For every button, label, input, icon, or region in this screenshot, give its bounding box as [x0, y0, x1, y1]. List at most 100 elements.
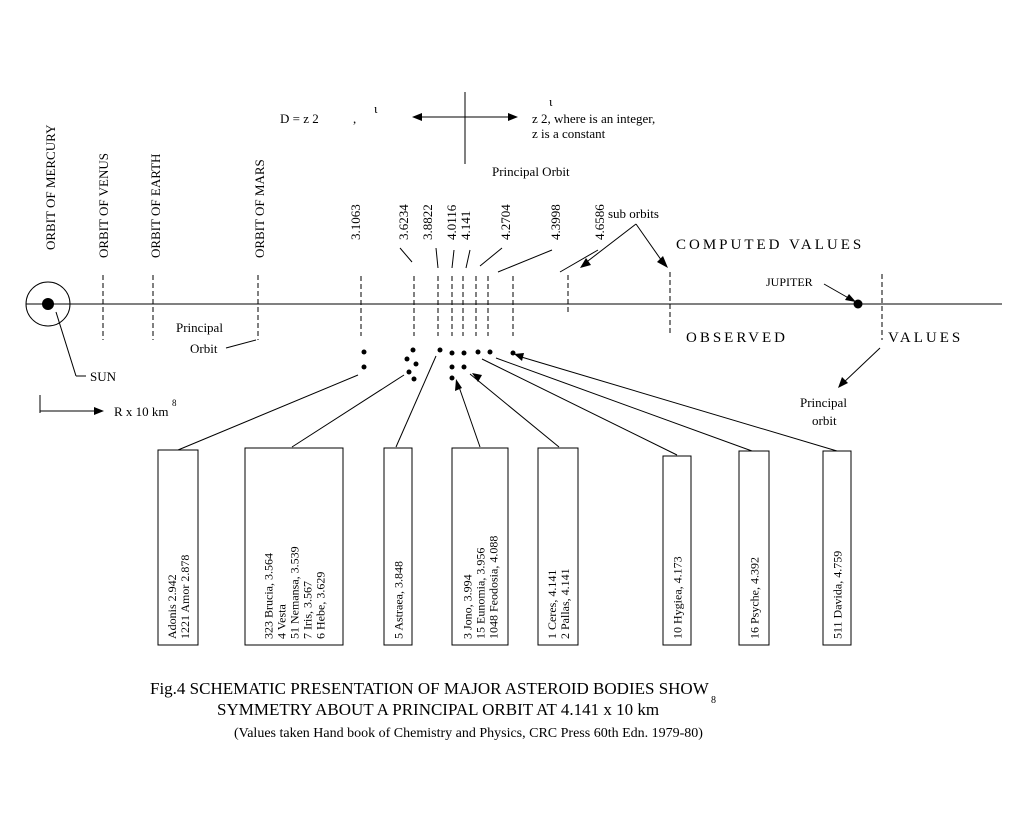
asteroid-dot [437, 347, 443, 353]
asteroid-box [383, 447, 413, 646]
r-axis-exponent: 8 [172, 398, 177, 408]
asteroid-entry: 51 Nemansa, 3.539 [288, 546, 302, 639]
formula-sep: , [353, 111, 356, 126]
caption-line-3: (Values taken Hand book of Chemistry and… [234, 726, 703, 741]
orbit-label-mars: ORBIT OF MARS [252, 159, 267, 258]
computed-value-label: 4.0116 [444, 204, 459, 240]
asteroid-entry: 15 Eunomia, 3.956 [474, 548, 488, 639]
computed-value-label: 4.6586 [592, 204, 607, 240]
asteroid-entry: 5 Astraea, 3.848 [392, 561, 406, 639]
asteroid-box [822, 450, 852, 646]
asteroid-dot [449, 350, 455, 356]
asteroid-entry: 511 Davida, 4.759 [831, 551, 845, 639]
sub-orbit-arrow-2 [635, 223, 665, 265]
values-label: VALUES [888, 330, 963, 346]
sun-pointer-line [55, 311, 77, 377]
asteroid-box [662, 455, 692, 646]
sub-orbit-arrowhead-1 [580, 258, 591, 268]
asteroid-dot [406, 369, 412, 375]
asteroid-dot [475, 349, 481, 355]
asteroid-dot [413, 361, 419, 367]
principal-orbit-left-leader [225, 339, 257, 349]
asteroid-entry: Adonis 2.942 [165, 574, 179, 639]
asteroid-leader-line [395, 355, 437, 448]
formula-right-line-2: z is a constant [532, 126, 606, 141]
asteroid-entry: 1048 Feodosia, 4.088 [487, 536, 501, 639]
caption-line-2-exponent: 8 [711, 695, 716, 706]
asteroid-dot [449, 364, 455, 370]
asteroid-leader-line [469, 373, 560, 448]
computed-value-label: 4.2704 [498, 204, 513, 240]
principal-orbit-left-2: Orbit [190, 341, 218, 356]
principal-orbit-right-1: Principal [800, 395, 847, 410]
principal-orbit-top-label: Principal Orbit [492, 164, 570, 179]
computed-value-leader [465, 249, 471, 269]
formula-left: D = z 2 [280, 111, 319, 126]
jupiter-label: JUPITER [766, 275, 813, 289]
asteroid-dot [510, 350, 516, 356]
asteroid-dot [461, 350, 467, 356]
principal-orbit-right-2: orbit [812, 413, 837, 428]
orbit-label-venus: ORBIT OF VENUS [96, 153, 111, 258]
asteroid-entry: 323 Brucia, 3.564 [262, 553, 276, 639]
computed-value-label: 3.8822 [420, 204, 435, 240]
observed-dots [361, 347, 516, 382]
asteroid-leader-arrowhead [514, 353, 524, 361]
asteroid-leader-line [457, 383, 481, 448]
computed-value-leader [559, 249, 599, 273]
asteroid-entry: 1221 Amor 2.878 [178, 555, 192, 639]
observed-label: OBSERVED [686, 330, 788, 346]
asteroid-entry: 1 Ceres, 4.141 [545, 570, 559, 639]
asteroid-dot [404, 356, 410, 362]
asteroid-leader-arrowhead [472, 373, 482, 382]
computed-value-leader [497, 249, 553, 273]
orbit-label-earth: ORBIT OF EARTH [148, 154, 163, 258]
formula-tick-2: ι [549, 94, 553, 109]
asteroid-leader-arrowhead [455, 379, 462, 391]
asteroid-entry: 10 Hygiea, 4.173 [671, 556, 685, 639]
asteroid-entry: 16 Psyche, 4.392 [748, 557, 762, 639]
asteroid-entry: 3 Jono, 3.994 [461, 574, 475, 639]
asteroid-dot [411, 376, 417, 382]
asteroid-dot [410, 347, 416, 353]
asteroid-entry: 4 Vesta [275, 604, 289, 639]
asteroid-dot [461, 364, 467, 370]
sub-orbits-label: sub orbits [608, 206, 659, 221]
computed-values-title: COMPUTED VALUES [676, 237, 864, 253]
asteroid-entry: 2 Pallas, 4.141 [558, 568, 572, 639]
asteroid-box [244, 447, 344, 646]
computed-value-label: 3.1063 [348, 204, 363, 240]
asteroid-dot [487, 349, 493, 355]
sub-orbit-arrowhead-2 [657, 256, 668, 268]
caption-line-1: Fig.4 SCHEMATIC PRESENTATION OF MAJOR AS… [150, 679, 710, 698]
computed-value-leader [451, 249, 455, 269]
asteroid-dot [449, 375, 455, 381]
asteroid-box [738, 450, 770, 646]
asteroid-dot [361, 349, 367, 355]
sub-orbit-arrow-1 [583, 223, 637, 265]
asteroid-dot [361, 364, 367, 370]
computed-value-label: 4.3998 [548, 204, 563, 240]
sun-label: SUN [90, 369, 117, 384]
asteroid-box [451, 447, 509, 646]
r-axis-label: R x 10 km [114, 404, 169, 419]
formula-tick-1: ι [374, 101, 378, 116]
orbit-label-mercury: ORBIT OF MERCURY [43, 124, 58, 250]
asteroid-leader-line [495, 357, 753, 452]
asteroid-box [537, 447, 579, 646]
r-axis-arrowhead [94, 407, 104, 415]
computed-value-leader [479, 247, 503, 267]
principal-orbit-left-1: Principal [176, 320, 223, 335]
asteroid-entry: 6 Hebe, 3.629 [314, 572, 328, 639]
formula-right-line-1: z 2, where is an integer, [532, 111, 655, 126]
computed-value-label: 3.6234 [396, 204, 411, 240]
caption-line-2: SYMMETRY ABOUT A PRINCIPAL ORBIT AT 4.14… [217, 700, 659, 719]
computed-value-leader [399, 247, 413, 263]
asteroid-leader-line [517, 355, 838, 452]
principal-orbit-right-leader [841, 347, 881, 385]
principal-orbit-right-arrowhead [838, 377, 848, 388]
asteroid-box [157, 449, 199, 646]
asteroid-leader-line [177, 374, 359, 451]
asteroid-leader-line [291, 374, 405, 448]
